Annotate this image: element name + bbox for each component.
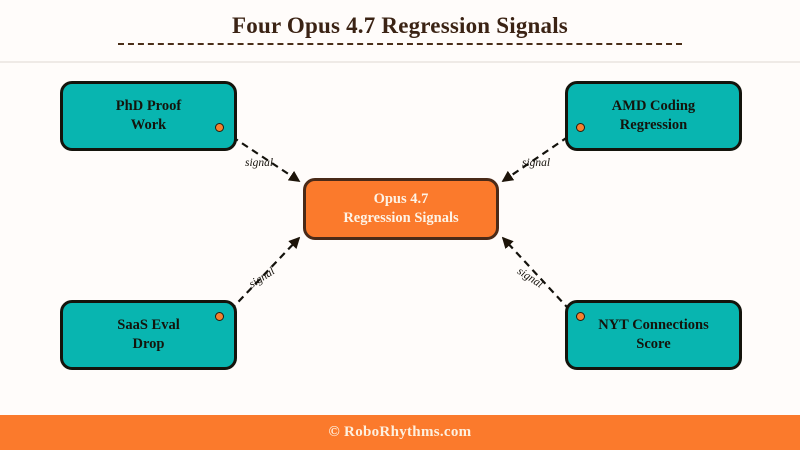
- edge-label-nyt-connections-score: signal: [515, 265, 546, 291]
- page-title: Four Opus 4.7 Regression Signals: [232, 13, 568, 38]
- header-divider: [0, 61, 800, 63]
- port-dot-phd-proof-work: [215, 123, 224, 132]
- edge-label-phd-proof-work: signal: [245, 157, 274, 169]
- node-amd-coding-regression[interactable]: AMD Coding Regression: [565, 81, 742, 151]
- port-dot-amd-coding-regression: [576, 123, 585, 132]
- header-band: Four Opus 4.7 Regression Signals: [0, 0, 800, 61]
- node-phd-proof-work[interactable]: PhD Proof Work: [60, 81, 237, 151]
- port-dot-nyt-connections-score: [576, 312, 585, 321]
- node-nyt-connections-score[interactable]: NYT Connections Score: [565, 300, 742, 370]
- port-dot-saas-eval-drop: [215, 312, 224, 321]
- title-dashed-rule: [118, 43, 682, 45]
- edge-label-amd-coding-regression: signal: [522, 157, 551, 169]
- footer-attribution: © RoboRhythms.com: [328, 424, 472, 440]
- node-saas-eval-drop[interactable]: SaaS Eval Drop: [60, 300, 237, 370]
- footer-band: © RoboRhythms.com: [0, 415, 800, 450]
- node-hub-opus-regression-signals[interactable]: Opus 4.7 Regression Signals: [303, 178, 499, 240]
- edge-label-saas-eval-drop: signal: [247, 265, 278, 291]
